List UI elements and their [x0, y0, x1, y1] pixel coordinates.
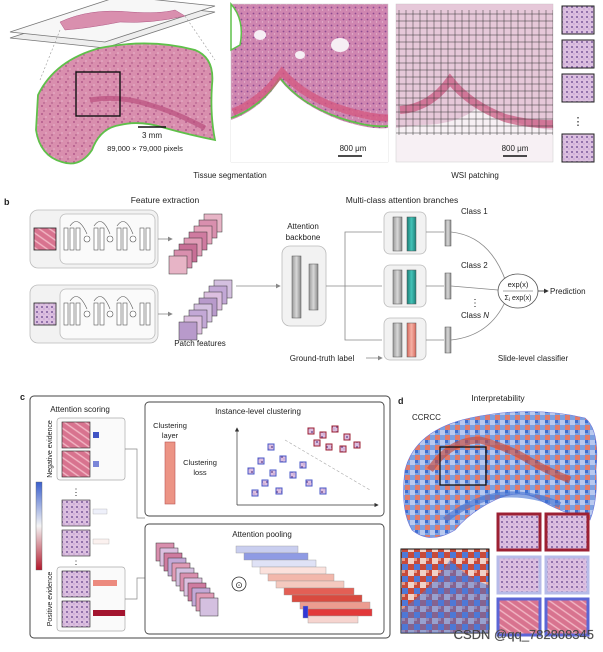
cnn-encoder-bottom [29, 284, 173, 344]
attention-label: Attention [287, 222, 319, 231]
softmax-numerator: exp(x) [508, 280, 529, 289]
class-2-label: Class 2 [461, 261, 488, 270]
patch-ellipsis: ⋮ [573, 116, 584, 128]
clustering-loss-label-2: loss [193, 468, 207, 477]
attention-scoring-title: Attention scoring [50, 405, 110, 414]
scale-3mm-label: 3 mm [142, 131, 162, 140]
attention-colorbar [35, 481, 43, 571]
pixels-label: 89,000 × 79,000 pixels [107, 144, 183, 153]
branch-connectors [326, 231, 382, 341]
bracket-to-clustering [125, 448, 145, 519]
cluster-axes [234, 427, 379, 508]
heatmap-zoom-box [439, 446, 487, 486]
zoom-box [75, 71, 121, 117]
negative-evidence-group [56, 417, 126, 481]
clustering-loss-label-1: Clustering [183, 458, 217, 467]
positive-evidence-label: Positive evidence [47, 572, 54, 627]
branch-2 [383, 264, 452, 308]
multi-class-title: Multi-class attention branches [346, 195, 458, 205]
scale-800-label-2: 800 μm [502, 144, 529, 153]
scale-800-label-1: 800 μm [340, 144, 367, 153]
pooling-patch-stack [155, 542, 219, 617]
branch-to-softmax [450, 231, 507, 341]
wsi-tissue [35, 42, 217, 165]
branch-n [383, 317, 452, 361]
weighted-feature-bars [235, 545, 373, 624]
ground-truth-label: Ground-truth label [290, 354, 355, 363]
panel-b-label: b [4, 197, 10, 207]
mid-patches [61, 499, 110, 557]
top-attention-patches [496, 512, 590, 552]
class-dots: ⋮ [470, 298, 480, 309]
panel-c-label: c [20, 392, 25, 402]
hadamard-node [231, 576, 247, 592]
patch-column [561, 5, 595, 163]
hadamard-symbol: ⊙ [235, 580, 243, 590]
attention-backbone-block [281, 245, 327, 327]
slide-level-label: Slide-level classifier [498, 354, 569, 363]
softmax-denominator: Σⱼ exp(x) [505, 295, 532, 302]
backbone-label: backbone [286, 233, 321, 242]
class-n-label: Class N [461, 311, 489, 320]
wsi-patching-caption: WSI patching [451, 171, 499, 180]
scoring-dots-bottom: ⋮ [72, 559, 81, 569]
instance-clustering-title: Instance-level clustering [215, 407, 301, 416]
panel-c: c Attention scoring Negative evidence ⋮ … [20, 392, 391, 639]
mid-attention-patches [496, 555, 590, 595]
glass-slides [9, 0, 216, 81]
attention-pooling-title: Attention pooling [232, 530, 292, 539]
prediction-label: Prediction [550, 287, 586, 296]
ccrcc-label: CCRCC [412, 413, 441, 422]
class-1-label: Class 1 [461, 207, 488, 216]
panel-a: 3 mm 89,000 × 79,000 pixels 800 μm Tissu… [9, 0, 595, 180]
scoring-dots-top: ⋮ [72, 487, 81, 497]
negative-evidence-label: Negative evidence [47, 420, 54, 478]
panel-b: b Feature extraction [4, 195, 586, 363]
positive-evidence-group [56, 566, 126, 632]
patch-features-label: Patch features [174, 339, 226, 348]
feature-stack-top [168, 213, 223, 275]
low-attention-patches [496, 597, 590, 637]
tissue-segmentation-caption: Tissue segmentation [193, 171, 267, 180]
watermark-text: CSDN @qq_782808345 [454, 627, 594, 642]
wsi-patching-view [395, 3, 554, 163]
clustering-layer-label-2: layer [162, 431, 179, 440]
panel-d: d Interpretability CCRCC [398, 393, 598, 637]
panel-d-label: d [398, 396, 404, 406]
feature-extraction-title: Feature extraction [131, 195, 200, 205]
clustering-layer-bar [164, 441, 176, 505]
branch-1 [383, 211, 452, 255]
bracket-to-pooling [125, 577, 145, 600]
feature-stack-bottom [178, 279, 233, 341]
cluster-points-negative [247, 443, 327, 497]
cluster-points-positive [307, 425, 361, 453]
clustering-layer-label-1: Clustering [153, 421, 187, 430]
interpretability-title: Interpretability [471, 393, 525, 403]
cnn-encoder-top [29, 209, 173, 269]
zoomed-tissue [230, 2, 389, 163]
